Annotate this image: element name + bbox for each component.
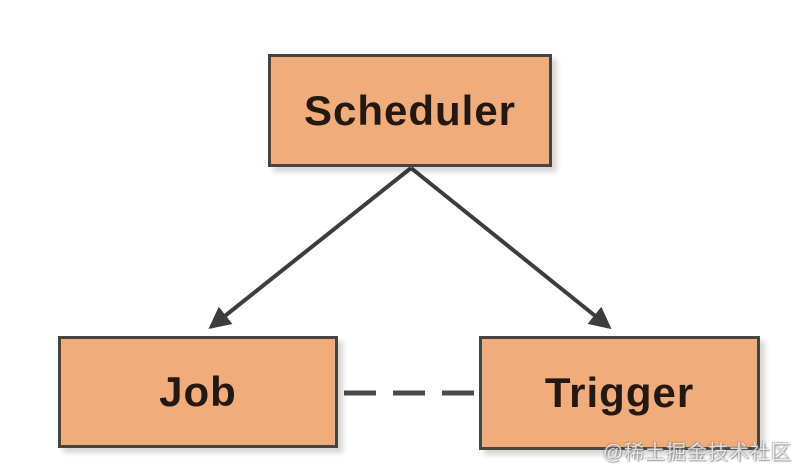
node-job-label: Job [159, 368, 237, 415]
node-trigger-label: Trigger [544, 369, 695, 416]
node-trigger: Trigger [479, 336, 760, 450]
watermark: @稀土掘金技术社区 [602, 442, 792, 464]
node-job: Job [58, 336, 338, 448]
node-scheduler-label: Scheduler [303, 86, 517, 134]
edge-scheduler-to-job [208, 166, 413, 330]
edge-scheduler-to-trigger [409, 166, 612, 330]
node-scheduler: Scheduler [268, 54, 552, 167]
